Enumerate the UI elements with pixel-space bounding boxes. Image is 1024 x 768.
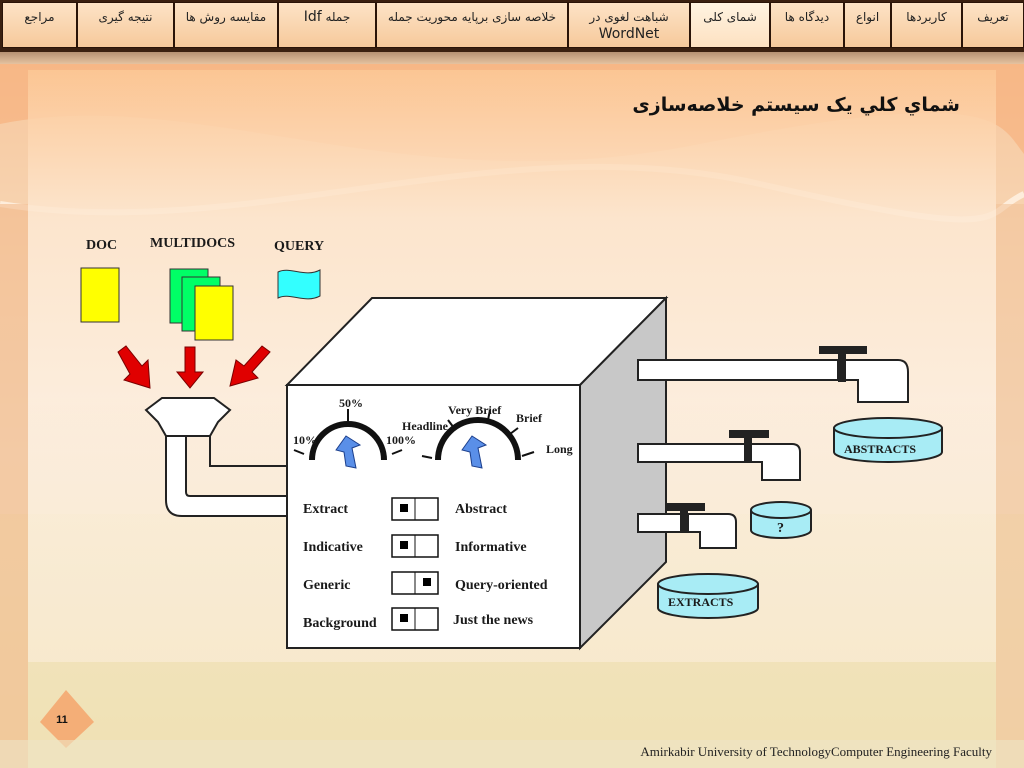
switch-left-label: Indicative bbox=[303, 540, 363, 555]
dial-50-label: 50% bbox=[339, 396, 363, 410]
input-pipe bbox=[165, 435, 288, 517]
query-flag-icon bbox=[277, 269, 321, 300]
nav-tab-idf-sentence[interactable]: جمله Idf bbox=[278, 2, 376, 48]
funnel-icon bbox=[144, 397, 232, 437]
switch-left-label: Generic bbox=[303, 578, 351, 593]
switch-right-label: Just the news bbox=[453, 613, 534, 628]
page-number: 11 bbox=[56, 714, 68, 726]
nav-tab-label: شباهت لغوی در bbox=[589, 10, 669, 24]
nav-tab-references[interactable]: مراجع bbox=[2, 2, 77, 48]
multidocs-label: MULTIDOCS bbox=[150, 236, 236, 251]
switch-background-news bbox=[391, 607, 439, 631]
switch-right-label: Query-oriented bbox=[455, 578, 548, 593]
doc-document-icon bbox=[80, 267, 120, 323]
nav-tab-overview[interactable]: شمای کلی bbox=[690, 2, 770, 48]
nav-tab-label: مقایسه روش ها bbox=[185, 10, 267, 24]
top-navigation-bar: تعریف کاربردها انواع دیدگاه ها شمای کلی … bbox=[0, 0, 1024, 52]
nav-tab-label: دیدگاه ها bbox=[784, 10, 830, 24]
nav-tab-label: شمای کلی bbox=[703, 10, 757, 24]
extracts-label: EXTRACTS bbox=[668, 595, 734, 609]
abstracts-label: ABSTRACTS bbox=[844, 442, 917, 456]
output-pipe-top bbox=[637, 346, 909, 403]
dial-pointer-icon bbox=[461, 435, 488, 469]
dial-10-label: 10% bbox=[293, 433, 317, 447]
nav-tab-comparison[interactable]: مقایسه روش ها bbox=[174, 2, 278, 48]
output-pipe-middle bbox=[637, 430, 801, 481]
percentage-dial bbox=[309, 421, 387, 461]
query-label: QUERY bbox=[274, 239, 325, 254]
length-dial bbox=[435, 417, 521, 461]
extracts-cylinder bbox=[657, 573, 759, 619]
footer-text: Amirkabir University of TechnologyComput… bbox=[640, 744, 992, 759]
switch-generic-query bbox=[391, 571, 439, 595]
footer-strip bbox=[0, 740, 1024, 768]
nav-tab-label: کاربردها bbox=[906, 10, 947, 24]
switch-right-label: Abstract bbox=[455, 502, 508, 517]
nav-tab-applications[interactable]: کاربردها bbox=[891, 2, 962, 48]
abstracts-cylinder bbox=[833, 417, 943, 463]
switch-left-label: Background bbox=[303, 616, 377, 631]
nav-tab-label: WordNet bbox=[598, 26, 660, 42]
switch-left-label: Extract bbox=[303, 502, 349, 517]
red-input-arrows bbox=[117, 345, 271, 389]
slide-title: شماي كلي يک سيستم خلاصه‌سازی bbox=[632, 94, 960, 116]
nav-tab-types[interactable]: انواع bbox=[844, 2, 891, 48]
nav-tab-conclusion[interactable]: نتیجه گیری bbox=[77, 2, 174, 48]
nav-tab-label: Idf bbox=[303, 9, 322, 25]
nav-tab-label: خلاصه سازی برپایه محوریت جمله bbox=[387, 10, 557, 24]
nav-tab-label: مراجع bbox=[24, 10, 55, 24]
unknown-output-label: ? bbox=[777, 521, 784, 536]
dial-brief-label: Brief bbox=[516, 411, 542, 425]
nav-tab-label: نتیجه گیری bbox=[98, 10, 153, 24]
switch-indicative-informative bbox=[391, 534, 439, 558]
nav-tab-sentence-centrality[interactable]: خلاصه سازی برپایه محوریت جمله bbox=[376, 2, 568, 48]
nav-tab-definition[interactable]: تعریف bbox=[962, 2, 1024, 48]
output-pipe-bottom bbox=[637, 503, 737, 549]
nav-tab-perspectives[interactable]: دیدگاه ها bbox=[770, 2, 844, 48]
doc-label: DOC bbox=[86, 238, 118, 253]
nav-tab-label: انواع bbox=[855, 10, 880, 24]
switch-extract-abstract bbox=[391, 497, 439, 521]
unknown-output-cylinder bbox=[750, 501, 812, 539]
dial-headline-label: Headline bbox=[402, 419, 449, 433]
dial-long-label: Long bbox=[546, 442, 573, 456]
multidoc-page-icon bbox=[194, 285, 234, 341]
dial-very-brief-label: Very Brief bbox=[448, 403, 502, 417]
dial-pointer-icon bbox=[335, 435, 362, 469]
switch-right-label: Informative bbox=[455, 540, 527, 555]
nav-tab-wordnet-similarity[interactable]: شباهت لغوی در WordNet bbox=[568, 2, 690, 48]
nav-tab-label: تعریف bbox=[977, 10, 1009, 24]
nav-divider-strip bbox=[0, 52, 1024, 64]
page-number-badge bbox=[40, 690, 94, 748]
nav-tab-label: جمله bbox=[325, 10, 351, 24]
dial-100-label: 100% bbox=[386, 433, 416, 447]
